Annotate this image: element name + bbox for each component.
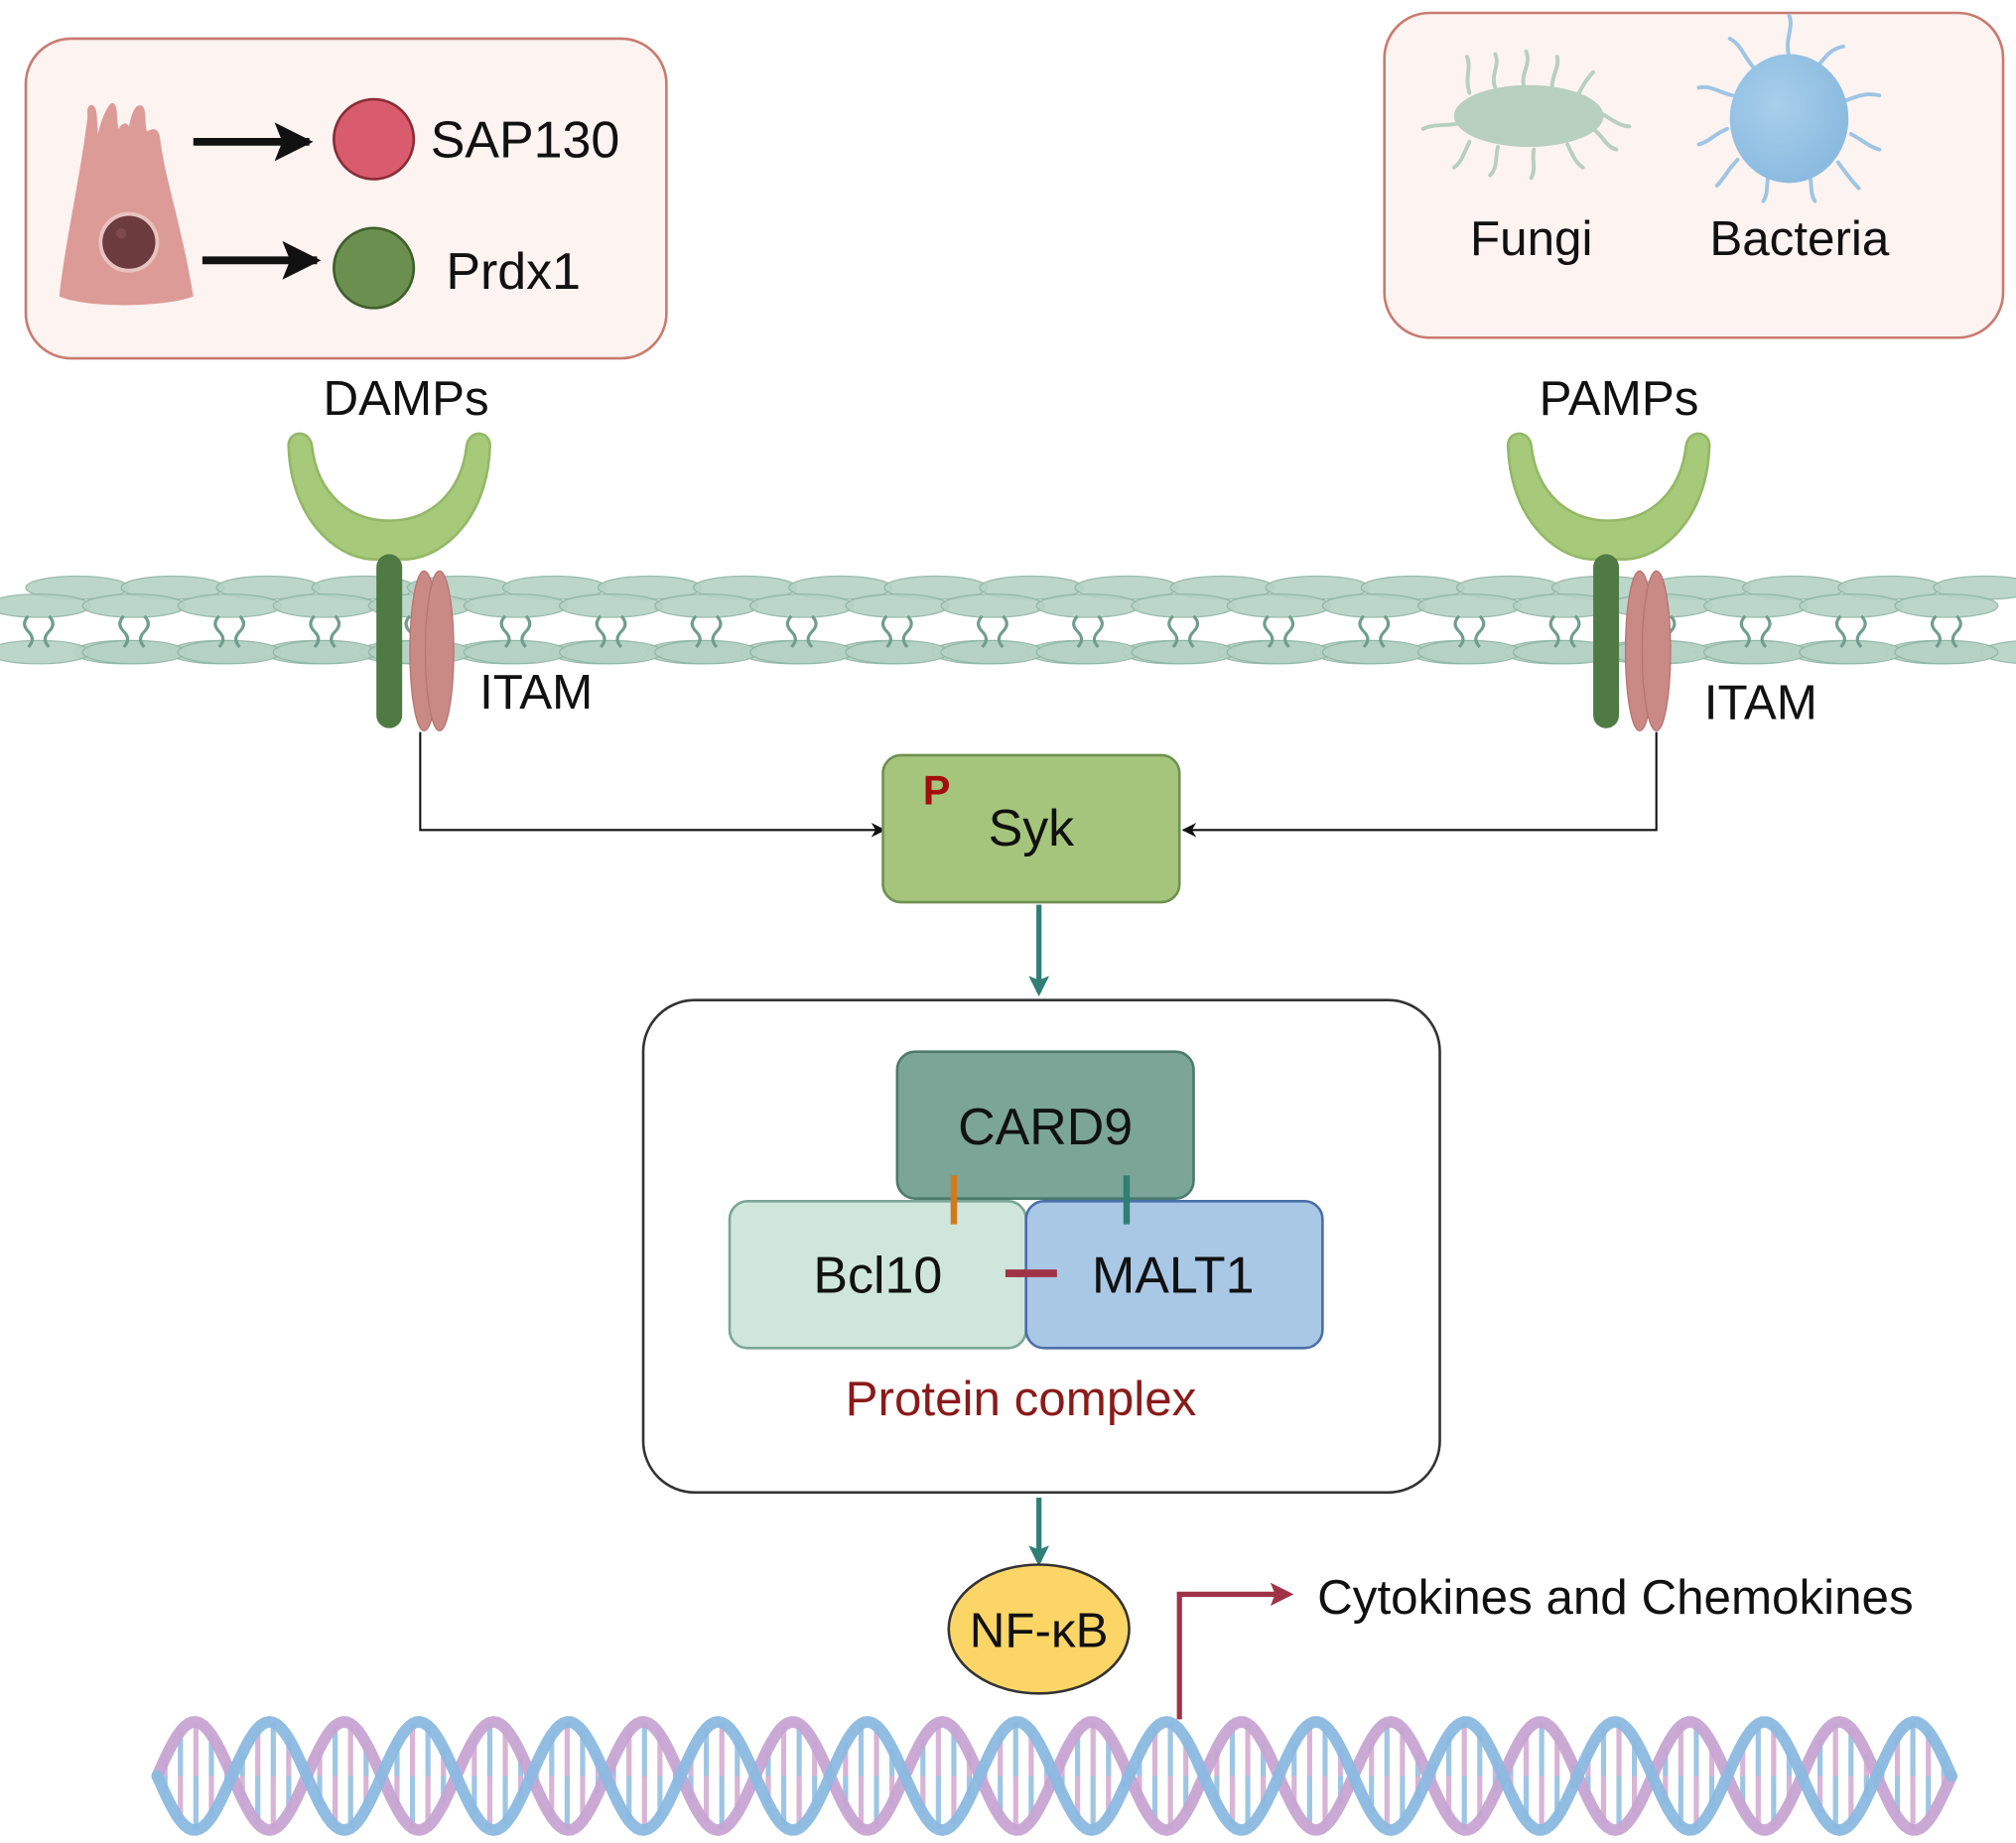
itam-left-label: ITAM bbox=[479, 665, 593, 720]
arrow-itam-left-to-syk bbox=[419, 731, 886, 838]
pamps-panel-frame bbox=[1383, 11, 2005, 339]
nfkb-label: NF-κB bbox=[970, 1604, 1109, 1658]
malt1-label: MALT1 bbox=[1092, 1247, 1255, 1304]
bacteria-label: Bacteria bbox=[1709, 211, 1890, 266]
cell-membrane bbox=[0, 575, 2016, 665]
prdx1-label: Prdx1 bbox=[446, 243, 581, 301]
epithelial-cell-icon bbox=[59, 102, 194, 306]
arrow-itam-right-to-syk bbox=[1181, 731, 1658, 838]
fungi-label: Fungi bbox=[1470, 211, 1592, 266]
card9-label: CARD9 bbox=[958, 1099, 1133, 1156]
bcl10-label: Bcl10 bbox=[813, 1247, 942, 1304]
fungi-icon bbox=[1420, 50, 1632, 181]
damps-label: DAMPs bbox=[323, 371, 488, 426]
dectin-receptor-left: ITAM bbox=[287, 432, 593, 731]
sap130-label: SAP130 bbox=[431, 111, 620, 169]
pamps-panel: Fungi Bacteria bbox=[1383, 11, 2005, 339]
itam-right-icon-2 bbox=[1641, 570, 1672, 731]
itam-right-label: ITAM bbox=[1704, 676, 1817, 730]
bacteria-icon bbox=[1696, 13, 1882, 203]
protein-complex: CARD9 Bcl10 MALT1 Protein complex bbox=[641, 998, 1441, 1495]
nfkb-node: NF-κB bbox=[947, 1563, 1131, 1695]
cytokines-chemokines-label: Cytokines and Chemokines bbox=[1317, 1570, 1913, 1625]
card9-box bbox=[895, 1050, 1195, 1200]
receptor-stem-left bbox=[376, 554, 403, 728]
itam-left-icon-2 bbox=[424, 570, 455, 731]
dna-helix-icon bbox=[151, 1715, 1957, 1836]
prdx1-molecule-icon bbox=[333, 226, 416, 310]
arrow-dna-to-cytokines bbox=[1176, 1582, 1294, 1720]
phospho-marker: P bbox=[923, 766, 951, 813]
syk-box bbox=[881, 753, 1181, 904]
sap130-molecule-icon bbox=[333, 97, 416, 181]
syk-label: Syk bbox=[989, 800, 1076, 857]
syk-node: P Syk bbox=[881, 753, 1181, 904]
dectin-receptor-right: ITAM bbox=[1507, 432, 1817, 731]
pamps-label: PAMPs bbox=[1540, 371, 1699, 426]
receptor-arms-left-icon bbox=[287, 432, 491, 561]
nfkb-ellipse bbox=[947, 1563, 1131, 1695]
receptor-stem-right bbox=[1593, 554, 1620, 728]
protein-complex-caption: Protein complex bbox=[846, 1372, 1197, 1426]
receptor-arms-right-icon bbox=[1507, 432, 1711, 561]
damps-panel: SAP130 Prdx1 bbox=[24, 37, 668, 360]
